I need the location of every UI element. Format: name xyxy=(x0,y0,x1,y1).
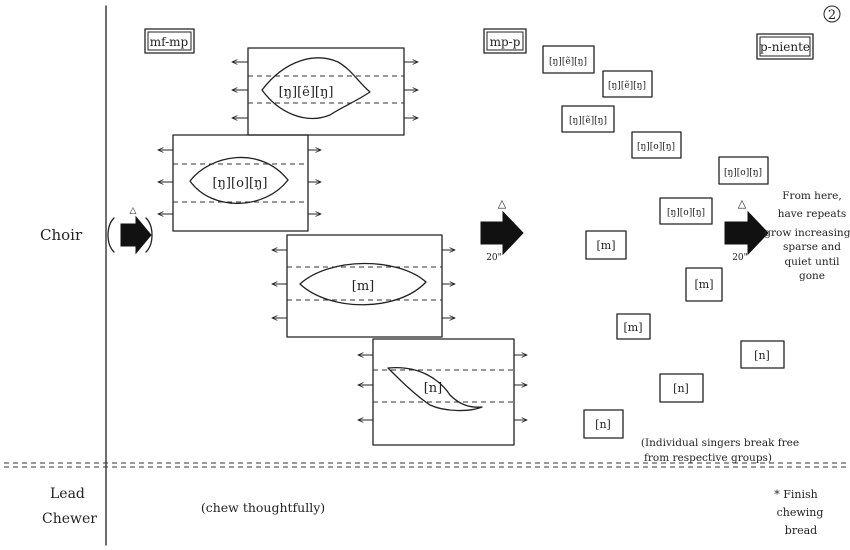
group-box-3: [m] xyxy=(272,234,455,338)
dynamic-p-niente: p-niente xyxy=(756,33,814,60)
svg-text:mp-p: mp-p xyxy=(490,35,521,49)
cue-triangle-2: △ xyxy=(498,197,507,210)
svg-text:from respective groups): from respective groups) xyxy=(644,452,772,464)
svg-text:[ŋ][ẽ][ŋ]: [ŋ][ẽ][ŋ] xyxy=(608,80,646,91)
svg-text:chewing: chewing xyxy=(777,506,824,519)
hairpin-swell-2 xyxy=(189,156,289,205)
svg-text:grow increasingly: grow increasingly xyxy=(764,227,850,239)
svg-text:[n]: [n] xyxy=(673,382,689,395)
cue-triangle-1: △ xyxy=(130,206,137,216)
fragment-11: [n] xyxy=(659,373,704,403)
group-2-syllables: [ŋ][o][ŋ] xyxy=(212,176,267,191)
fragment-8: [m] xyxy=(685,267,723,302)
svg-text:[ŋ][ẽ][ŋ]: [ŋ][ẽ][ŋ] xyxy=(549,56,587,67)
swell-shape-4 xyxy=(387,366,483,412)
fragment-10: [n] xyxy=(740,340,785,369)
svg-text:[ŋ][o][ŋ]: [ŋ][o][ŋ] xyxy=(724,168,762,178)
svg-text:mf-mp: mf-mp xyxy=(150,35,189,49)
svg-text:[m]: [m] xyxy=(596,239,615,252)
group-3-syllable: [m] xyxy=(352,279,374,294)
svg-text:(Individual singers break free: (Individual singers break free xyxy=(641,437,799,449)
fragment-2: [ŋ][ẽ][ŋ] xyxy=(602,70,653,98)
cue-triangle-3: △ xyxy=(738,197,747,210)
choir-label: Choir xyxy=(40,226,83,244)
svg-text:[n]: [n] xyxy=(754,349,770,362)
svg-text:sparse and: sparse and xyxy=(783,241,841,253)
svg-text:[n]: [n] xyxy=(595,418,611,431)
svg-text:[ŋ][ẽ][ŋ]: [ŋ][ẽ][ŋ] xyxy=(569,115,607,126)
fragment-4: [ŋ][o][ŋ] xyxy=(631,131,682,159)
svg-text:have repeats: have repeats xyxy=(778,208,847,220)
dynamic-mf-mp: mf-mp xyxy=(144,28,195,54)
svg-text:From here,: From here, xyxy=(782,190,841,202)
fragment-1: [ŋ][ẽ][ŋ] xyxy=(542,45,595,74)
lead-label: Lead xyxy=(50,486,85,502)
repeats-note: From here, have repeats grow increasingl… xyxy=(764,190,850,282)
svg-text:[ŋ][o][ŋ]: [ŋ][o][ŋ] xyxy=(637,142,675,152)
page-number: 2 xyxy=(828,8,836,23)
fragment-6: [ŋ][o][ŋ] xyxy=(659,197,713,225)
fragment-5: [ŋ][o][ŋ] xyxy=(718,156,769,185)
fragment-9: [m] xyxy=(616,313,651,340)
hairpin-swell-1 xyxy=(261,57,371,120)
break-free-note: (Individual singers break free from resp… xyxy=(641,437,799,464)
duration-1: 20" xyxy=(486,253,502,263)
fragment-7: [m] xyxy=(585,230,627,260)
svg-text:p-niente: p-niente xyxy=(760,40,810,54)
hairpin-swell-3 xyxy=(299,262,427,306)
svg-text:[m]: [m] xyxy=(623,321,642,334)
svg-text:[ŋ][o][ŋ]: [ŋ][o][ŋ] xyxy=(667,208,705,218)
group-4-syllable: [n] xyxy=(424,381,443,396)
cue-arrow-3: △ 20" xyxy=(724,197,769,263)
svg-text:* Finish: * Finish xyxy=(774,488,817,501)
dynamic-mp-p: mp-p xyxy=(483,28,527,54)
cue-arrow-2: △ 20" xyxy=(480,197,524,263)
fragment-3: [ŋ][ẽ][ŋ] xyxy=(561,105,615,133)
svg-text:quiet until: quiet until xyxy=(784,256,840,268)
finish-note: * Finish chewing bread xyxy=(774,488,823,537)
fragment-12: [n] xyxy=(583,409,624,439)
group-1-syllables: [ŋ][ẽ][ŋ] xyxy=(279,85,334,100)
svg-text:bread: bread xyxy=(785,524,817,537)
group-box-4: [n] xyxy=(358,338,527,446)
svg-text:[m]: [m] xyxy=(694,278,713,291)
group-box-1: [ŋ][ẽ][ŋ] xyxy=(232,47,418,136)
cue-arrow-1: △ xyxy=(107,206,153,255)
chew-instruction: (chew thoughtfully) xyxy=(201,500,325,515)
duration-2: 20" xyxy=(732,253,748,263)
chewer-label: Chewer xyxy=(42,511,97,527)
svg-text:gone: gone xyxy=(799,270,825,282)
page-number-circle xyxy=(823,5,841,23)
group-box-2: [ŋ][o][ŋ] xyxy=(158,134,321,232)
